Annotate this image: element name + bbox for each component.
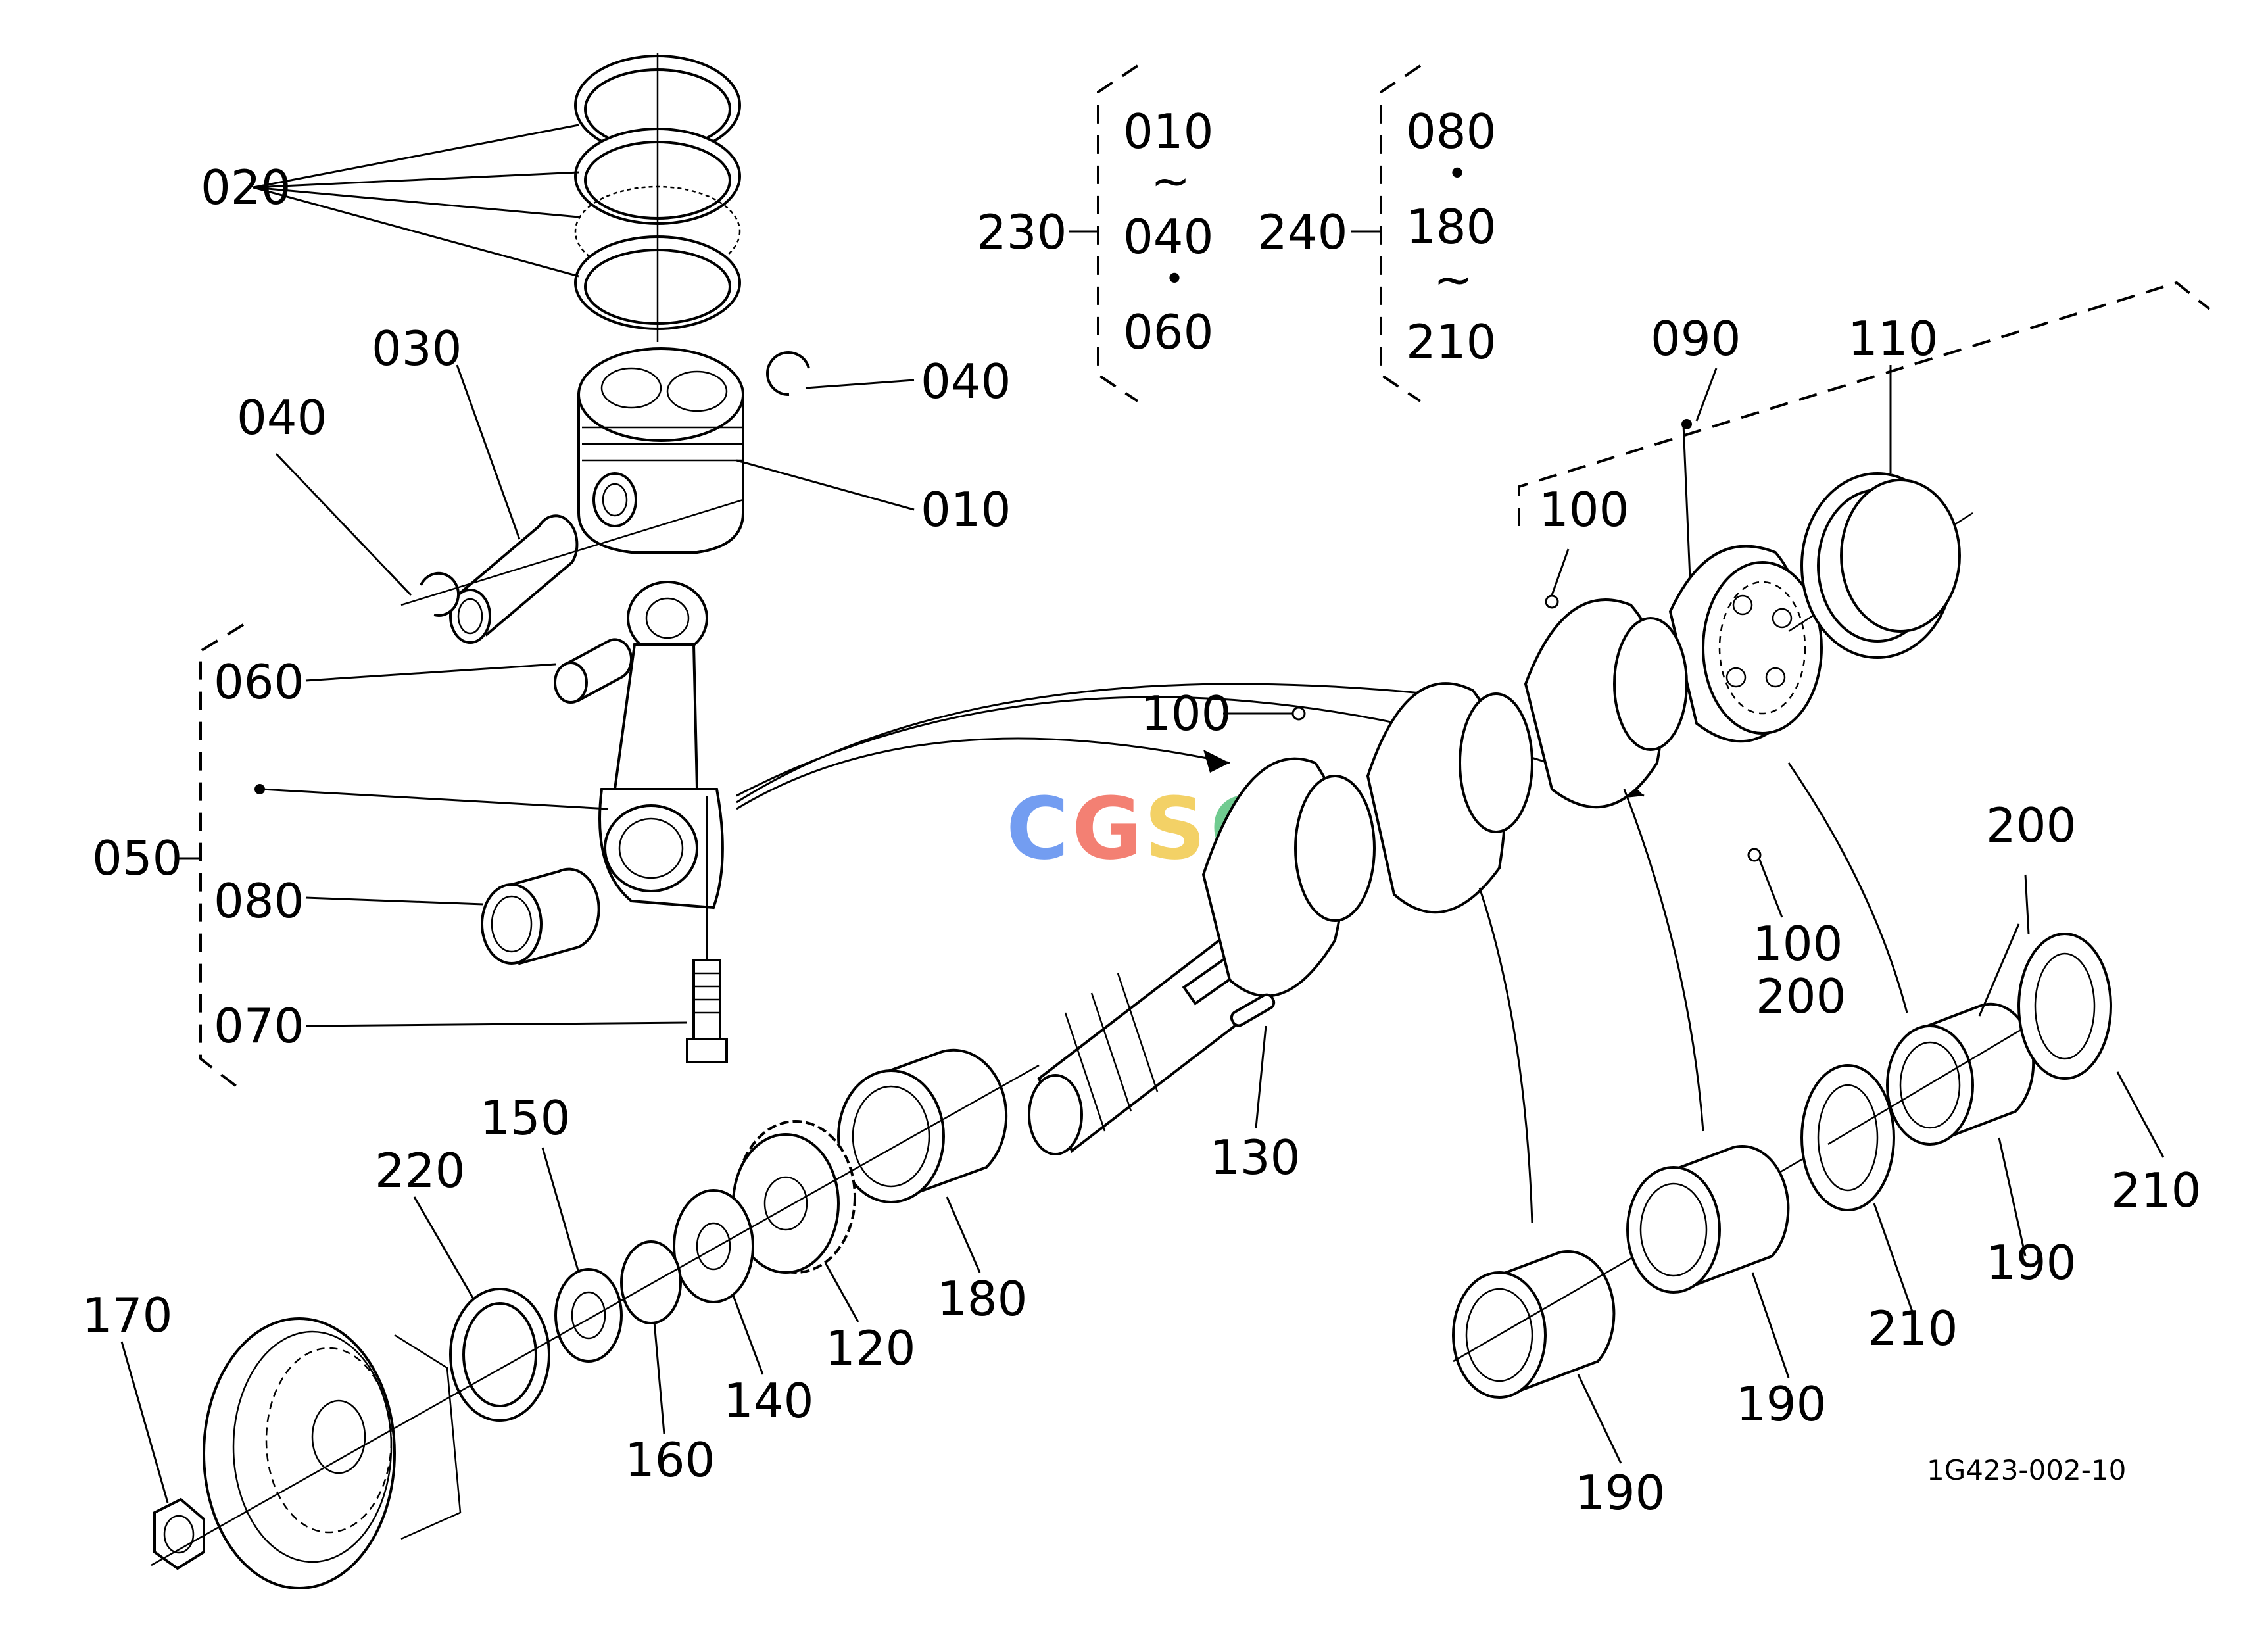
connecting-rod [598,581,724,960]
piston [577,347,744,554]
piston-rings [574,53,741,342]
collar [673,1189,754,1303]
circlip-right [766,351,810,397]
thrust-washer-1 [1800,1064,1895,1211]
callout-120: 120 [825,1321,915,1376]
group-230-label: 230 [977,205,1067,260]
callout-030: 030 [372,321,462,376]
callout-190-b: 190 [1736,1376,1826,1432]
group-230-second: 040 [1123,209,1213,264]
callout-180: 180 [937,1271,1027,1326]
group-230: 230 010 ~ 040 ・ 060 [977,64,1213,402]
feather-key [1230,993,1276,1027]
plug-dot-2 [1291,706,1306,721]
group-230-third: 060 [1123,304,1213,360]
callout-labels: 020 030 040 040 010 060 050 080 070 090 … [82,160,2201,1520]
callout-150: 150 [480,1090,570,1146]
small-end-bush [554,638,633,704]
main-bearing-1 [1452,1250,1616,1399]
callout-020: 020 [201,160,291,215]
callout-100-mid: 100 [1141,686,1231,741]
conrod-bolt [686,959,728,1063]
circlip-left [420,571,460,617]
plug-dot-3 [1747,848,1762,862]
crank-gear [732,1120,856,1274]
callout-220: 220 [375,1143,465,1198]
callout-050: 050 [92,831,182,886]
callout-140: 140 [723,1373,813,1428]
callout-130: 130 [1210,1130,1300,1185]
drawing-code: 1G423-002-10 [1927,1454,2126,1486]
callout-040-right: 040 [921,354,1011,409]
o-ring [620,1240,682,1324]
watermark-letter-s: S [1144,779,1206,879]
bearing-arrows [1478,762,1908,1224]
callout-210-a: 210 [1868,1301,1958,1356]
callout-080: 080 [214,873,304,929]
group-240-first: 080 [1406,104,1496,159]
callout-040-left: 040 [237,390,327,445]
main-bearing-3 [1886,1002,2035,1146]
big-end-bearing [481,867,600,965]
group-240-sep1: ・ [1434,147,1481,202]
pulley-nut [153,1497,205,1570]
group-230-sep1: ~ [1151,153,1190,208]
callout-190-a: 190 [1575,1465,1665,1520]
callout-110: 110 [1848,311,1938,366]
group-240-label: 240 [1257,205,1347,260]
callout-200-a: 200 [1756,969,1846,1024]
group-240-second: 180 [1406,199,1496,255]
callout-210-b: 210 [2111,1163,2201,1218]
callout-100-right: 100 [1752,916,1843,971]
callout-010: 010 [921,482,1011,537]
leader-lines [120,124,2165,1503]
crank-pulley [203,1317,462,1589]
callout-170: 170 [82,1288,172,1343]
callout-100-top: 100 [1539,482,1629,537]
callout-190-c: 190 [1986,1235,2076,1290]
group-240-sep2: ~ [1434,252,1473,307]
group-230-first: 010 [1123,104,1213,159]
group-230-sep2: ・ [1151,252,1198,307]
thrust-washer-2 [2017,933,2112,1080]
callout-090: 090 [1651,311,1741,366]
piston-pin [449,514,579,644]
callout-060: 060 [214,654,304,710]
rear-oil-seal [1800,472,1961,659]
callout-070: 070 [214,998,304,1054]
group-bracket-050 [199,623,245,1093]
front-oil-seal [449,1288,550,1422]
plug-dot-1 [1545,594,1559,609]
spacer [554,1268,623,1363]
watermark-letter-g: G [1072,779,1142,879]
front-bearing [837,1048,1008,1203]
main-bearing-2 [1626,1145,1790,1294]
group-240-third: 210 [1406,314,1496,370]
callout-200-b: 200 [1986,798,2076,853]
callout-160: 160 [625,1432,715,1488]
group-240: 240 080 ・ 180 ~ 210 [1257,64,1496,402]
watermark-letter-c1: C [1006,779,1069,879]
